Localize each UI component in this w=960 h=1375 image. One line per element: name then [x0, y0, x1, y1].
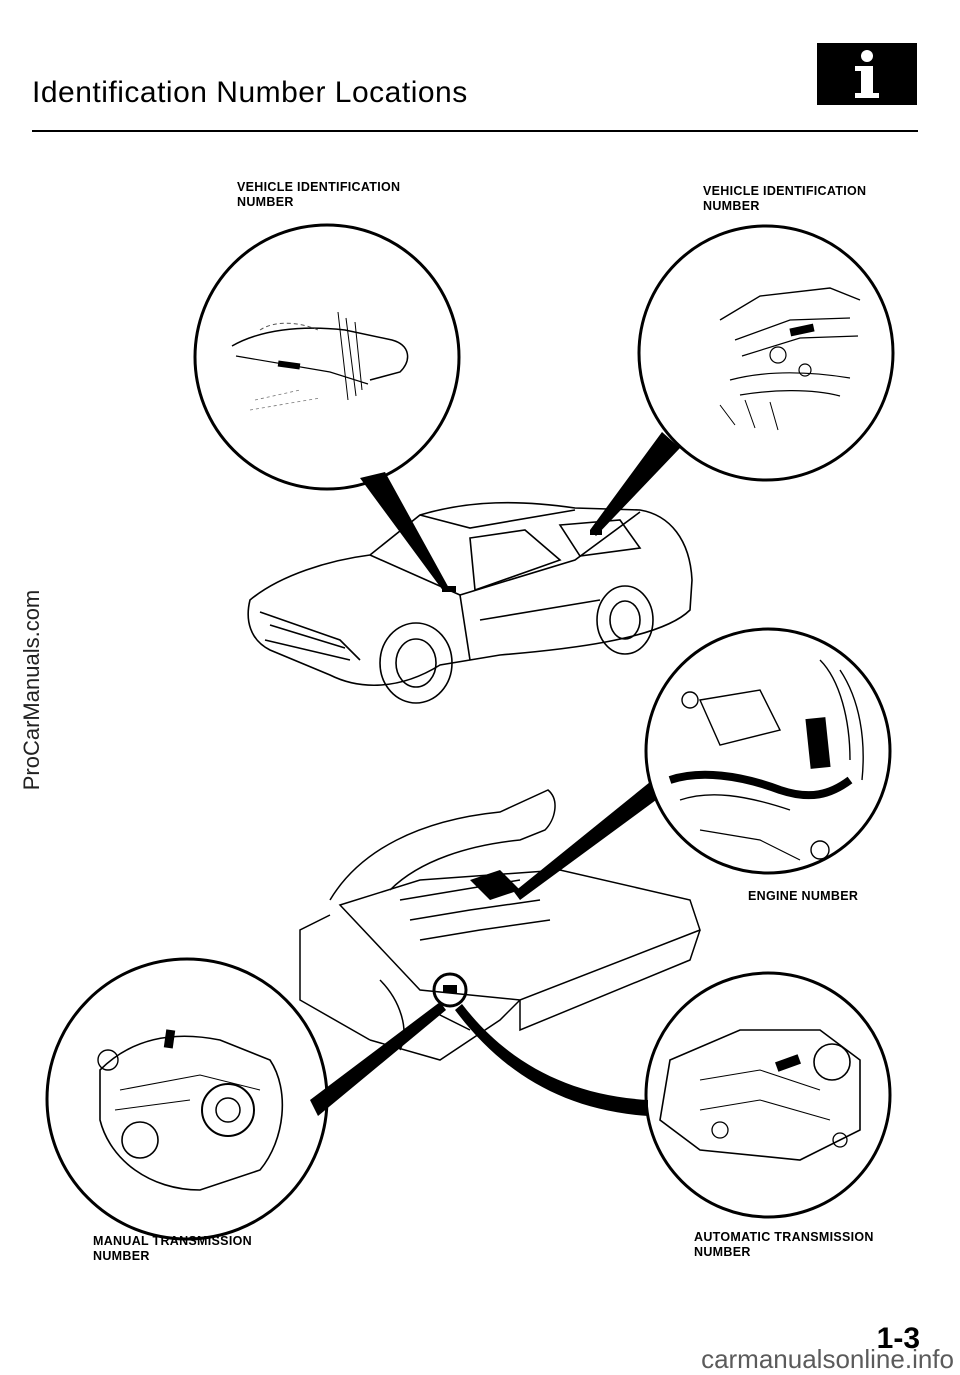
side-watermark: ProCarManuals.com — [19, 589, 44, 791]
footer-watermark: carmanualsonline.info — [701, 1344, 954, 1374]
leader-engine — [514, 782, 656, 900]
rear-engine-bay-illustration — [299, 789, 701, 1061]
leader-manual — [310, 1002, 446, 1116]
callout-vin-windshield: VEHICLE IDENTIFICATION NUMBER — [237, 180, 401, 209]
header-rule — [32, 130, 918, 132]
info-icon — [855, 50, 879, 98]
callout-engine-number: ENGINE NUMBER — [748, 889, 859, 903]
callout-manual-transmission: MANUAL TRANSMISSION NUMBER — [93, 1234, 252, 1263]
page-number: 1-3 — [876, 1322, 920, 1355]
manual-transmission-inset — [45, 957, 329, 1241]
leader-windshield — [360, 472, 450, 592]
car-illustration — [247, 501, 693, 704]
info-badge — [817, 43, 917, 105]
leader-engine-bay — [590, 432, 680, 536]
callout-automatic-transmission: AUTOMATIC TRANSMISSION NUMBER — [694, 1230, 874, 1259]
page-title: Identification Number Locations — [32, 76, 468, 109]
engine-number-inset — [644, 627, 892, 875]
automatic-transmission-inset — [644, 971, 892, 1219]
vin-engine-bay-inset — [637, 224, 895, 482]
vin-windshield-inset — [193, 223, 461, 491]
callout-vin-engine-bay: VEHICLE IDENTIFICATION NUMBER — [703, 184, 867, 213]
leader-automatic — [455, 1004, 648, 1116]
